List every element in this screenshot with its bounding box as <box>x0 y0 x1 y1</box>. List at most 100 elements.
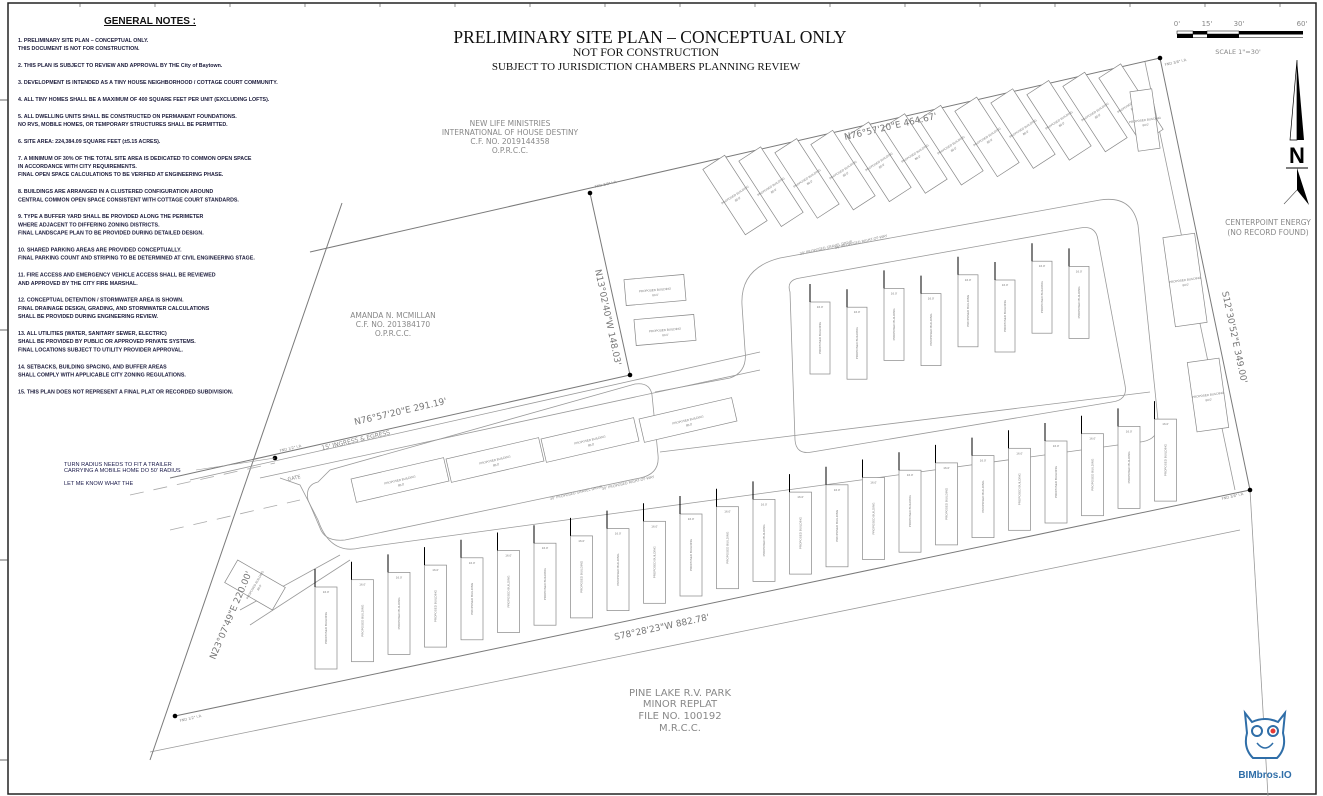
lot-outline <box>633 314 697 346</box>
lot-dimension: 80.0' <box>1182 282 1189 287</box>
lot-label: PROPOSED BUILDING <box>872 502 876 535</box>
lot-outline <box>809 301 831 375</box>
note-line: 12. CONCEPTUAL DETENTION / STORMWATER AR… <box>18 298 184 304</box>
note-line: FINAL DRAINAGE DESIGN, GRADING, AND STOR… <box>18 306 210 312</box>
lot: 16.0'PROPOSED BUILDING <box>351 561 374 663</box>
lot-outline <box>752 499 776 582</box>
lot-outline <box>882 113 948 194</box>
note-line: 9. TYPE A BUFFER YARD SHALL BE PROVIDED … <box>18 214 203 220</box>
lot-label: PROPOSED BUILDING <box>1164 443 1168 476</box>
lot-dimension: 16.0' <box>432 568 439 572</box>
lot-label: PROPOSED BUILDING <box>1003 299 1007 332</box>
note-line: FINAL LANDSCAPE PLAN TO BE PROVIDED DURI… <box>18 231 204 237</box>
lot: 16.0'PROPOSED BUILDING <box>752 481 776 582</box>
note-line: NO RVS, MOBILE HOMES, OR TEMPORARY STRUC… <box>18 122 228 128</box>
lot: 16.0'PROPOSED BUILDING <box>1154 401 1177 502</box>
note-line: 3. DEVELOPMENT IS INTENDED AS A TINY HOU… <box>18 80 278 86</box>
bearing-south: S78°28'23"W 882.78' <box>614 613 711 643</box>
lot: 16.0' PROPOSED BUILDING <box>846 289 868 380</box>
lot: 16.0'PROPOSED BUILDING <box>1031 243 1053 334</box>
note-line: 10. SHARED PARKING AREAS ARE PROVIDED CO… <box>18 248 182 254</box>
property-boundary <box>149 55 1269 796</box>
scale-bar: 0' 15' 30' 60' SCALE 1"=30' <box>1174 20 1308 56</box>
review-comment: TURN RADIUS NEEDS TO FIT A TRAILER CARRY… <box>64 457 276 487</box>
lot: 16.0'PROPOSED BUILDING <box>883 270 905 361</box>
lot-dimension: 80.0' <box>1022 129 1030 136</box>
lot-outline <box>862 477 885 560</box>
lot-outline <box>935 462 958 546</box>
lot-label: PROPOSED BUILDING <box>543 568 547 601</box>
lot-outline <box>351 579 374 663</box>
lot-dimension: 16.0' <box>396 575 403 579</box>
lot-outline <box>1117 426 1141 509</box>
lot-outline <box>918 104 984 186</box>
lot-outline <box>638 397 738 443</box>
monument-label: FND 3/8" I.R. <box>1221 492 1244 501</box>
lot: 16.0'PROPOSED BUILDING <box>460 539 484 641</box>
lot-dimension: 16.0' <box>1053 444 1060 448</box>
note-line: 14. SETBACKS, BUILDING SPACING, AND BUFF… <box>18 364 167 370</box>
lot-dimension: 16.0' <box>854 310 861 314</box>
lot-dimension: 80.0' <box>256 583 263 591</box>
lot-outline <box>540 417 640 463</box>
gravel-drive-label: 30' PROPOSED GRAVEL DRIVE <box>799 240 853 256</box>
owner-line: AMANDA N. MCMILLAN <box>350 311 436 320</box>
owner-line: C.F. NO. 2019144358 <box>470 137 549 146</box>
lot-label: PROPOSED BUILDING <box>855 327 859 360</box>
monument-label: FND 3/8" I.R. <box>1164 58 1187 67</box>
lot-dimension: 16.0' <box>1076 269 1083 273</box>
lot-outline <box>846 121 912 203</box>
lot-outline <box>387 572 411 655</box>
comment-line: TURN RADIUS NEEDS TO FIT A TRAILER <box>64 462 172 468</box>
lot-dimension: 16.0' <box>1002 283 1009 287</box>
lot-outline <box>1129 88 1161 152</box>
note-line: 11. FIRE ACCESS AND EMERGENCY VEHICLE AC… <box>18 273 216 279</box>
note-line: 15. THIS PLAN DOES NOT REPRESENT A FINAL… <box>18 389 234 395</box>
owner-line: FILE NO. 100192 <box>638 711 721 722</box>
lot: 16.0' PROPOSED BUILDING <box>935 444 958 546</box>
lot-dimension: 16.0' <box>928 297 935 301</box>
owner-line: MINOR REPLAT <box>643 699 718 710</box>
lot-dimension: 16.0' <box>980 459 987 463</box>
lot-label: PROPOSED BUILDING <box>580 560 584 593</box>
lot-dimension: 16.0' <box>1039 264 1046 268</box>
lot-outline <box>702 154 768 236</box>
lot-label: PROPOSED BUILDING <box>892 308 896 341</box>
lot-label: PROPOSED BUILDING <box>818 321 822 354</box>
lot-outline <box>846 306 868 380</box>
lot-outline <box>957 274 979 348</box>
lot-dimension: 16.0' <box>943 466 950 470</box>
lot-outline <box>570 535 593 619</box>
lot-dimension: 16.0' <box>870 481 877 485</box>
lot-dimension: 80.0' <box>806 179 814 186</box>
lot: 16.0'PROPOSED BUILDING <box>570 517 593 619</box>
owner-line: (NO RECORD FOUND) <box>1227 228 1308 237</box>
lot: 16.0'PROPOSED BUILDING <box>789 474 812 575</box>
owner-line: PINE LAKE R.V. PARK <box>629 688 732 699</box>
lot: 16.0'PROPOSED BUILDING <box>1117 408 1141 509</box>
lot-dimension: 80.0' <box>652 293 659 298</box>
owner-line: M.R.C.C. <box>659 723 701 734</box>
lot-outline <box>1162 232 1208 328</box>
lot-label: PROPOSED BUILDING <box>1091 458 1095 491</box>
lot-dimension: 16.0' <box>797 495 804 499</box>
lot: 16.0'PROPOSED BUILDING <box>1008 430 1031 531</box>
lot: 16.0'PROPOSED BUILDING <box>898 452 922 553</box>
lot-label: PROPOSED BUILDING <box>574 434 607 445</box>
note-line: CENTRAL COMMON OPEN SPACE CONSISTENT WIT… <box>18 197 239 203</box>
lot-label: PROPOSED BUILDING <box>470 582 474 615</box>
lot-label: PROPOSED BUILDING <box>639 287 672 294</box>
lot-outline <box>1031 260 1053 334</box>
lot: 16.0' PROPOSED BUILDING <box>862 459 885 560</box>
note-line: IN ACCORDANCE WITH CITY REQUIREMENTS. <box>18 164 137 170</box>
lot-outline <box>1186 357 1230 433</box>
lot-label: PROPOSED BUILDING <box>479 454 512 465</box>
lot: 16.0'PROPOSED BUILDING <box>920 275 942 366</box>
lot-label: PROPOSED BUILDING <box>1018 473 1022 506</box>
note-line: SHALL COMPLY WITH APPLICABLE CITY ZONING… <box>18 373 186 379</box>
lot-label: PROPOSED BUILDING <box>945 487 949 520</box>
owner-line: CENTERPOINT ENERGY <box>1225 218 1311 227</box>
